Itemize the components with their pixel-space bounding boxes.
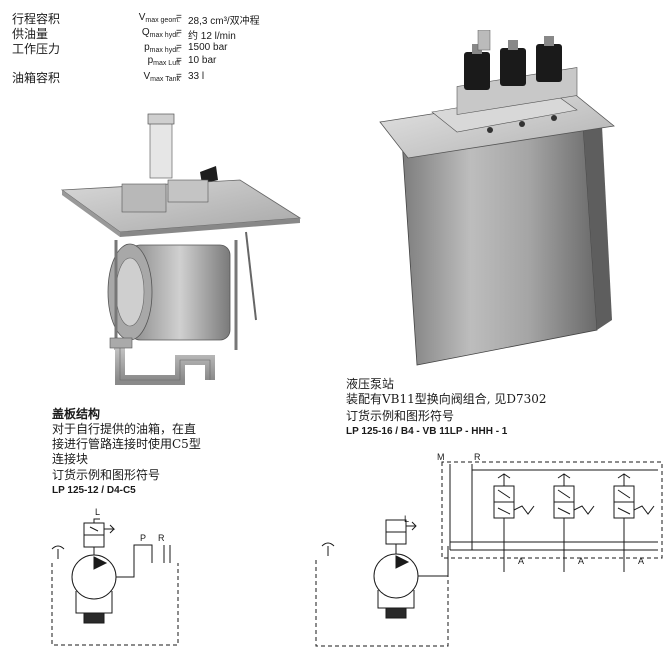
spec-label: 工作压力 [12, 42, 61, 56]
port-label-r: R [158, 533, 165, 543]
spec-symbol: pmax hydr. [144, 42, 180, 54]
vent-symbol [321, 542, 335, 556]
spec-row: pmax Luft = 10 bar [12, 55, 312, 69]
spec-row: 油箱容积 Vmax Tank = 33 l [12, 71, 312, 85]
spec-value: 约 12 l/min [188, 31, 236, 42]
spec-value: 28,3 cm³/双冲程 [188, 16, 260, 27]
order-example-label: 订货示例和图形符号 [346, 409, 455, 423]
order-example-label: 订货示例和图形符号 [52, 468, 161, 482]
spec-eq: = [176, 27, 182, 38]
port-label-r: R [474, 452, 481, 462]
description-line: 对于自行提供的油箱，在直 [52, 422, 197, 436]
directional-valve [493, 473, 535, 558]
order-code: LP 125-12 / D4-C5 [52, 485, 136, 496]
hydraulic-power-unit-photo [379, 30, 615, 366]
spec-symbol: Vmax Tank [143, 71, 180, 83]
spec-eq: = [176, 71, 182, 82]
vent-symbol [51, 545, 65, 559]
cover-plate-heading: 盖板结构 [52, 407, 101, 421]
valve-manifold-boundary [441, 461, 663, 559]
tank-boundary [51, 563, 179, 646]
spec-row: 供油量 Qmax hydr. = 约 12 l/min [12, 27, 312, 42]
spec-symbol: pmax Luft [147, 55, 180, 67]
spec-symbol: Qmax hydr. [141, 27, 180, 39]
port-label-a: A [578, 556, 585, 566]
spec-eq: = [176, 55, 182, 66]
port-label-a: A [518, 556, 525, 566]
right-hydraulic-schematic [315, 461, 663, 647]
port-label-l: L [95, 507, 101, 517]
directional-valve [613, 473, 655, 558]
description-line: 接进行管路连接时使用C5型 [52, 437, 201, 451]
spec-label: 供油量 [12, 27, 49, 41]
order-code: LP 125-16 / B4 - VB 11LP - HHH - 1 [346, 426, 508, 437]
port-label-l: L [404, 514, 410, 524]
spec-value: 1500 bar [188, 42, 228, 53]
spec-eq: = [176, 12, 182, 23]
spec-value: 33 l [188, 71, 205, 82]
description-line: 连接块 [52, 452, 89, 466]
port-label-m: M [437, 452, 445, 462]
port-label-p: P [140, 533, 147, 543]
directional-valve [553, 473, 595, 558]
filter-symbol [385, 607, 407, 619]
spec-label: 行程容积 [12, 12, 61, 26]
port-label-a: A [638, 556, 645, 566]
tank-boundary [315, 560, 449, 647]
left-hydraulic-schematic [51, 518, 179, 646]
spec-row: 行程容积 Vmax geom. = 28,3 cm³/双冲程 [12, 12, 312, 27]
power-unit-title: 液压泵站 [346, 377, 395, 391]
spec-label: 油箱容积 [12, 71, 61, 85]
pump-cover-plate-photo [60, 113, 302, 385]
spec-row: 工作压力 pmax hydr. = 1500 bar [12, 42, 312, 56]
spec-value: 10 bar [188, 55, 217, 66]
spec-eq: = [176, 42, 182, 53]
description-line: 装配有VB11型换向阀组合, 见D7302 [346, 392, 547, 406]
spec-symbol: Vmax geom. [138, 12, 180, 24]
filter-symbol [83, 612, 105, 624]
